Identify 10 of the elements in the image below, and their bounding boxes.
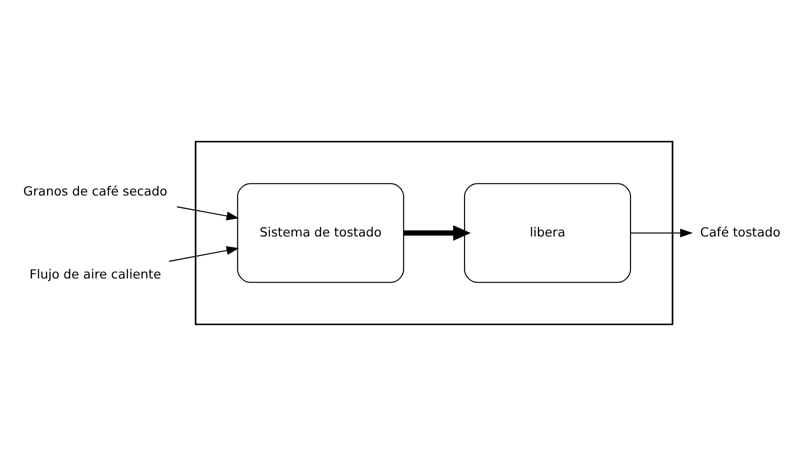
node-text: Café tostado [700,224,780,239]
arrow [630,228,693,237]
node-text: Granos de café secado [23,182,168,198]
node-box: Sistema de tostado [237,182,404,282]
arrow [176,206,240,220]
node-text: Flujo de aire caliente [29,266,162,281]
arrow [169,246,240,262]
cluster [194,140,674,325]
arrow [404,224,471,240]
node-box: libera [464,182,632,282]
